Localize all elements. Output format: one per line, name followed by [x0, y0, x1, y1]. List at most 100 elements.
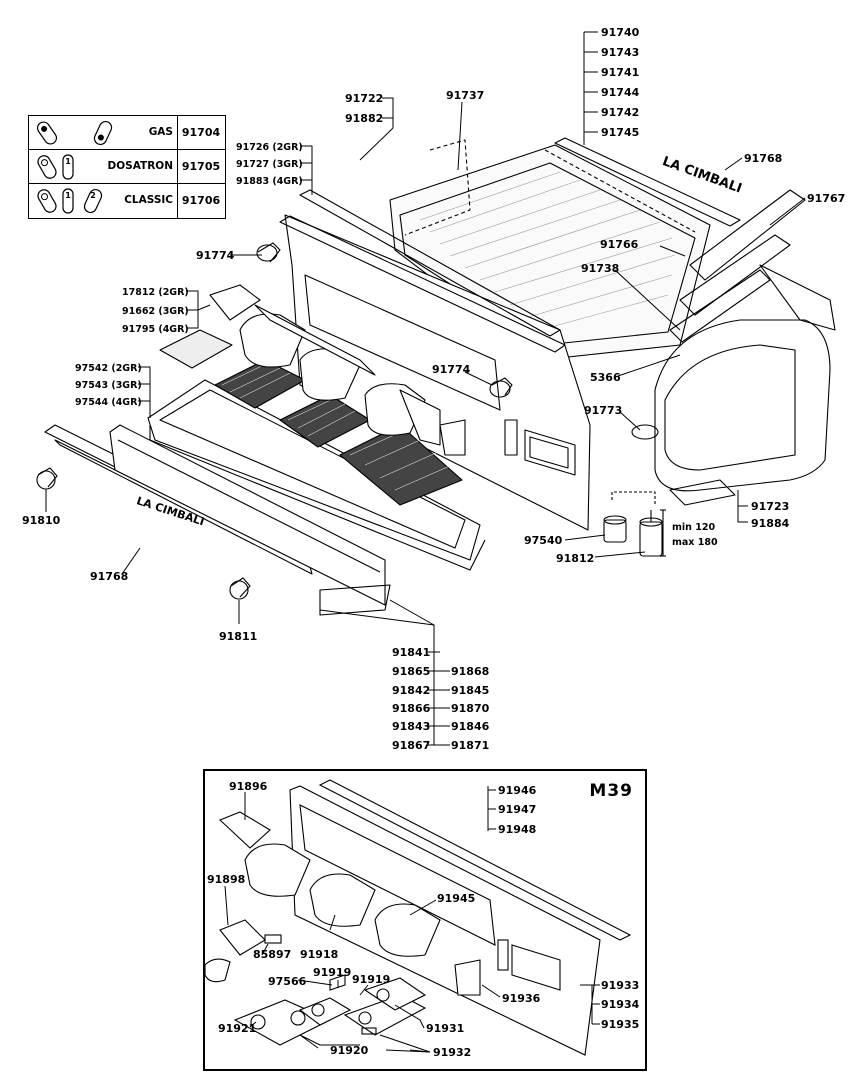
lower-trim — [669, 479, 736, 506]
part-label: 91842 — [392, 684, 430, 697]
part-label: 91662 (3GR) — [122, 306, 189, 317]
part-label: 91868 — [451, 665, 489, 678]
part-label: 17812 (2GR) — [122, 287, 189, 298]
part-label: 91742 — [601, 106, 639, 119]
m39-part-label: 91919 — [313, 966, 351, 979]
legend-code: 91706 — [181, 194, 221, 207]
part-label: 91871 — [451, 739, 489, 752]
part-label: 91795 (4GR) — [122, 324, 189, 335]
part-label: 91811 — [219, 630, 257, 643]
m39-part-label: 91932 — [433, 1046, 471, 1059]
part-label: 97542 (2GR) — [75, 363, 142, 374]
m39-part-label: 91936 — [502, 992, 541, 1005]
m39-part-label: 91921 — [218, 1022, 256, 1035]
m39-part-label: 97566 — [268, 975, 307, 988]
gas-tap-icon — [36, 120, 113, 146]
part-label: 91870 — [451, 702, 490, 715]
m39-part-label: 91934 — [601, 998, 640, 1011]
side-bar-lower — [669, 269, 771, 343]
legend-name: GAS — [148, 126, 173, 138]
part-label: 91740 — [601, 26, 640, 39]
part-label: 91843 — [392, 720, 430, 733]
part-label: 91884 — [751, 517, 790, 530]
part-label: 91845 — [451, 684, 489, 697]
legend-name: DOSATRON — [107, 160, 173, 172]
m39-part-label: 91948 — [498, 823, 536, 836]
part-label: 91744 — [601, 86, 640, 99]
part-label: 91737 — [446, 89, 484, 102]
right-side-panel — [654, 264, 836, 492]
part-label: 91810 — [22, 514, 61, 527]
m39-part-label: 85897 — [253, 948, 291, 961]
cap-91773 — [631, 424, 659, 440]
part-label: 91745 — [601, 126, 639, 139]
side-rail — [554, 137, 741, 227]
top-front-rail — [299, 189, 561, 337]
adjustable-feet — [603, 491, 666, 557]
part-label: 91768 — [744, 152, 782, 165]
part-label: 91882 — [345, 112, 383, 125]
m39-inset-diagram — [204, 779, 632, 1056]
part-label: 91841 — [392, 646, 430, 659]
m39-part-label: 91898 — [207, 873, 245, 886]
part-label: 91865 — [392, 665, 430, 678]
part-label: 97540 — [524, 534, 563, 547]
classic-tap-icon: 1 2 — [37, 188, 103, 214]
dimension-min: min 120 — [672, 522, 715, 533]
part-label: 91812 — [556, 552, 594, 565]
part-label: 91768 — [90, 570, 128, 583]
part-label: 5366 — [590, 371, 621, 384]
brand-logo-top: LA CIMBALI — [660, 154, 743, 197]
dimension-max: max 180 — [672, 537, 718, 548]
frame-rail — [279, 215, 566, 353]
legend-code: 91704 — [181, 126, 221, 139]
part-label: 97543 (3GR) — [75, 380, 142, 391]
legend-table: GAS 91704 1 DOSATRON 91705 1 2 CLASSIC 9… — [28, 115, 226, 219]
legend-name: CLASSIC — [124, 194, 173, 206]
side-bar-middle — [679, 234, 791, 316]
legend-code: 91705 — [181, 160, 221, 173]
part-label: 91726 (2GR) — [236, 142, 303, 153]
part-label: 91866 — [392, 702, 431, 715]
legend-row-dosatron: 1 DOSATRON 91705 — [29, 150, 225, 184]
part-label: 91883 (4GR) — [236, 176, 303, 187]
svg-text:1: 1 — [65, 191, 71, 200]
m39-part-label: 91945 — [437, 892, 475, 905]
legend-row-classic: 1 2 CLASSIC 91706 — [29, 184, 225, 218]
front-trim-bars — [44, 424, 391, 616]
m39-part-label: 91935 — [601, 1018, 639, 1031]
part-label: 91738 — [581, 262, 619, 275]
part-label: 91743 — [601, 46, 639, 59]
duct-assemblies — [209, 284, 466, 456]
part-label: 91727 (3GR) — [236, 159, 303, 170]
part-label: 91867 — [392, 739, 430, 752]
svg-text:2: 2 — [90, 191, 96, 200]
dosatron-tap-icon: 1 — [37, 154, 74, 180]
m39-part-label: 91919 — [352, 973, 390, 986]
part-label: 91723 — [751, 500, 789, 513]
m39-part-label: 91918 — [300, 948, 338, 961]
m39-inset-frame: M39 — [203, 769, 647, 1071]
m39-part-label: 91947 — [498, 803, 536, 816]
part-label: 91741 — [601, 66, 639, 79]
legend-divider — [177, 116, 178, 218]
end-caps — [36, 242, 513, 600]
part-label: 97544 (4GR) — [75, 397, 142, 408]
legend-row-gas: GAS 91704 — [29, 116, 225, 150]
part-label: 91767 — [807, 192, 845, 205]
part-label: 91722 — [345, 92, 383, 105]
m39-part-label: 91920 — [330, 1044, 369, 1057]
side-bar-upper — [689, 189, 806, 281]
svg-text:1: 1 — [65, 157, 71, 166]
part-label: 91846 — [451, 720, 490, 733]
m39-part-label: 91933 — [601, 979, 639, 992]
part-label: 91774 — [432, 363, 471, 376]
m39-part-label: 91946 — [498, 784, 537, 797]
drip-tray — [147, 329, 486, 571]
m39-part-label: 91896 — [229, 780, 268, 793]
part-label: 91773 — [584, 404, 622, 417]
m39-part-label: 91931 — [426, 1022, 464, 1035]
part-label: 91774 — [196, 249, 235, 262]
m39-title: M39 — [589, 781, 633, 801]
